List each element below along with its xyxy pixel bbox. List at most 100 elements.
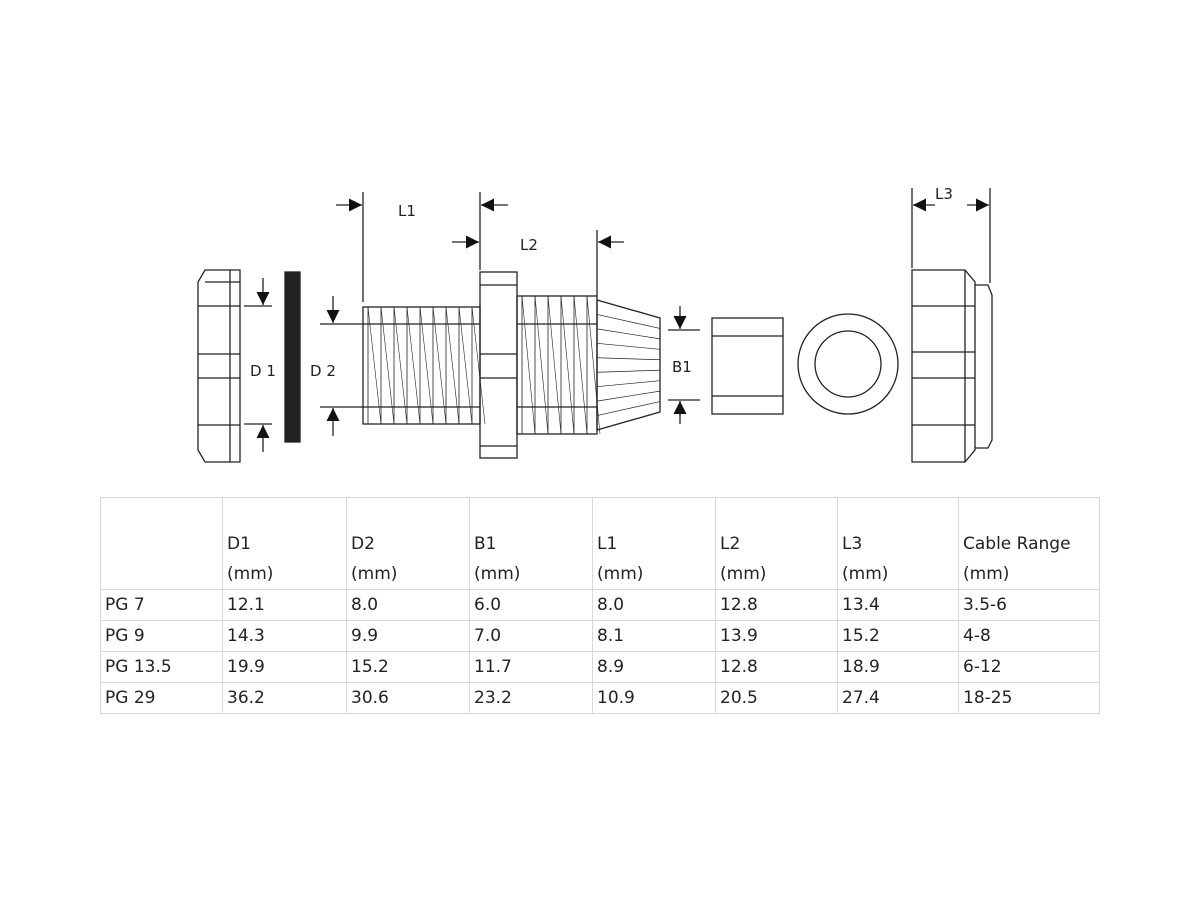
column-header-name: Cable Range: [963, 534, 1071, 554]
clamping-cone: [596, 299, 661, 431]
table-cell: 18-25: [958, 682, 1100, 714]
thread-line: [596, 390, 661, 402]
table-cell: 3.5-6: [958, 589, 1100, 621]
thread-body: [362, 306, 486, 425]
column-header-unit: (mm): [842, 564, 889, 584]
dimension-l1: [336, 192, 508, 302]
thread-line: [560, 295, 575, 435]
thread-line: [596, 314, 661, 329]
table-cell: 8.1: [592, 620, 716, 652]
thread-line: [406, 306, 421, 425]
column-header: [100, 497, 223, 590]
cable-gland-diagram: D 1 D 2 L1 L2 B1 L3: [197, 185, 993, 463]
column-header-name: L2: [720, 534, 741, 554]
table-cell: 18.9: [837, 651, 959, 683]
table-cell: PG 9: [100, 620, 223, 652]
dimension-table: D1(mm)D2(mm)B1(mm)L1(mm)L2(mm)L3(mm)Cabl…: [100, 497, 1100, 714]
column-header-name: L1: [597, 534, 618, 554]
column-header: B1 (mm): [469, 497, 593, 590]
thread-line: [596, 369, 661, 373]
column-header-unit: (mm): [474, 564, 521, 584]
label-l3: L3: [935, 185, 953, 203]
column-header-name: B1: [474, 534, 497, 554]
thread-line: [380, 306, 395, 425]
table-cell: 8.9: [592, 651, 716, 683]
dimension-l3: [911, 188, 991, 283]
thread-line: [586, 295, 601, 435]
table-cell: 4-8: [958, 620, 1100, 652]
thread-line: [596, 401, 661, 416]
thread-line: [367, 306, 382, 425]
column-header-unit: (mm): [963, 564, 1010, 584]
table-cell: 7.0: [469, 620, 593, 652]
table-cell: 13.9: [715, 620, 838, 652]
thread-line: [393, 306, 408, 425]
column-header: L3 (mm): [837, 497, 959, 590]
thread-line: [573, 295, 588, 435]
hex-flange: [479, 271, 518, 459]
table-cell: 36.2: [222, 682, 347, 714]
table-cell: 10.9: [592, 682, 716, 714]
thread-line: [445, 306, 460, 425]
table-cell: PG 7: [100, 589, 223, 621]
table-cell: 20.5: [715, 682, 838, 714]
table-cell: 15.2: [346, 651, 470, 683]
label-l2: L2: [520, 236, 538, 254]
table-cell: 6.0: [469, 589, 593, 621]
table-cell: 23.2: [469, 682, 593, 714]
column-header-name: D1: [227, 534, 251, 554]
table-cell: 30.6: [346, 682, 470, 714]
thread-line: [419, 306, 434, 425]
cap-nut-left: [197, 269, 241, 463]
thread-body-2: [516, 295, 601, 435]
table-cell: PG 29: [100, 682, 223, 714]
label-d1: D 1: [250, 362, 276, 380]
table-header-row: D1(mm)D2(mm)B1(mm)L1(mm)L2(mm)L3(mm)Cabl…: [100, 497, 1100, 590]
column-header-unit: (mm): [351, 564, 398, 584]
dimension-b1: [668, 306, 700, 424]
label-l1: L1: [398, 202, 416, 220]
column-header-unit: (mm): [227, 564, 274, 584]
thread-line: [471, 306, 486, 425]
thread-line: [596, 380, 661, 388]
table-cell: 8.0: [346, 589, 470, 621]
thread-line: [547, 295, 562, 435]
column-header: Cable Range (mm): [958, 497, 1100, 590]
table-cell: 15.2: [837, 620, 959, 652]
table-cell: 27.4: [837, 682, 959, 714]
table-cell: 11.7: [469, 651, 593, 683]
thread-line: [596, 342, 661, 350]
table-cell: 14.3: [222, 620, 347, 652]
column-header-unit: (mm): [720, 564, 767, 584]
thread-line: [432, 306, 447, 425]
table-cell: 6-12: [958, 651, 1100, 683]
table-cell: 12.8: [715, 651, 838, 683]
table-cell: 19.9: [222, 651, 347, 683]
column-header: L2 (mm): [715, 497, 838, 590]
column-header-name: D2: [351, 534, 375, 554]
thread-line: [534, 295, 549, 435]
column-header: L1 (mm): [592, 497, 716, 590]
table-cell: 12.8: [715, 589, 838, 621]
label-b1: B1: [672, 358, 692, 376]
table-cell: 12.1: [222, 589, 347, 621]
table-cell: 9.9: [346, 620, 470, 652]
column-header: D2 (mm): [346, 497, 470, 590]
thread-line: [596, 357, 661, 361]
table-cell: 8.0: [592, 589, 716, 621]
seal-ring: [284, 271, 301, 443]
thread-line: [458, 306, 473, 425]
thread-line: [521, 295, 536, 435]
dimension-d2: [320, 296, 363, 436]
table-cell: 13.4: [837, 589, 959, 621]
washer-ring: [797, 313, 899, 415]
column-header: D1 (mm): [222, 497, 347, 590]
column-header-unit: (mm): [597, 564, 644, 584]
column-header-name: L3: [842, 534, 863, 554]
sealing-insert: [711, 317, 784, 415]
dimension-d1: [244, 278, 272, 452]
